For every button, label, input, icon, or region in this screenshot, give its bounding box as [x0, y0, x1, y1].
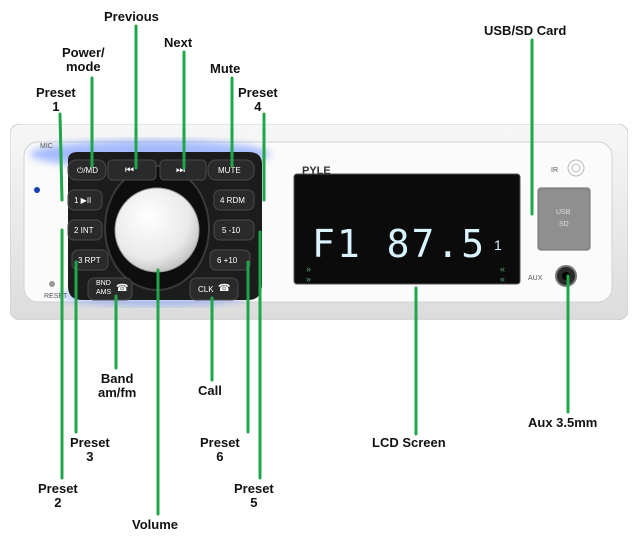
- preset-3-callout-line2: 3: [86, 449, 94, 464]
- preset-5-callout: Preset 5: [234, 482, 274, 510]
- preset-5-button-label: 5 -10: [222, 226, 241, 235]
- preset-5-callout-line1: Preset: [234, 481, 274, 496]
- preset-1-button-label: 1 ▶II: [74, 196, 92, 205]
- band-callout-line1: Band: [100, 371, 134, 386]
- preset-1-callout-line1: Preset: [36, 85, 76, 100]
- car-stereo-unit: [10, 124, 628, 320]
- preset-1-callout-line2: 1: [52, 99, 60, 114]
- lcd-arrow-icon: »: [306, 274, 312, 284]
- band-ams-button[interactable]: [87, 277, 133, 301]
- preset-2-button[interactable]: [67, 219, 103, 241]
- preset-2-callout-line1: Preset: [38, 481, 78, 496]
- clock-button-label: CLK: [198, 285, 214, 294]
- preset-2-button-label: 2 INT: [74, 226, 94, 235]
- usb-slot-label: USB: [556, 209, 571, 216]
- call-callout: Call: [198, 383, 222, 398]
- lcd-channel-indicator: 1: [494, 237, 502, 253]
- power-mode-callout-line2: mode: [65, 59, 101, 74]
- phone-icon: ☎: [116, 283, 129, 294]
- band-callout-line2: am/fm: [98, 385, 137, 400]
- sd-slot-label: SD: [559, 221, 569, 228]
- power-mode-button[interactable]: [67, 159, 107, 181]
- brand-logo: PYLE: [302, 165, 331, 177]
- preset-2-callout-line2: 2: [54, 495, 62, 510]
- preset-5-button[interactable]: [213, 219, 255, 241]
- preset-4-button-label: 4 RDM: [220, 196, 245, 205]
- power-mode-callout: Power/ mode: [62, 46, 105, 74]
- preset-4-callout: Preset 4: [238, 86, 278, 114]
- next-callout: Next: [164, 35, 193, 50]
- lcd-screen-callout: LCD Screen: [372, 435, 446, 450]
- lcd-arrow-icon: «: [500, 264, 506, 274]
- lcd-frequency-readout: F1 87.5: [312, 222, 487, 266]
- previous-button[interactable]: [107, 159, 157, 181]
- preset-3-callout: Preset 3: [70, 436, 110, 464]
- preset-6-button[interactable]: [209, 249, 251, 271]
- next-button-label: ⏭: [176, 165, 185, 176]
- aux-port-label: AUX: [528, 275, 543, 282]
- band-button-label-bottom: AMS: [96, 289, 112, 296]
- preset-4-callout-line1: Preset: [238, 85, 278, 100]
- preset-4-callout-line2: 4: [254, 99, 262, 114]
- preset-6-callout-line1: Preset: [200, 435, 240, 450]
- ir-label: IR: [551, 167, 558, 174]
- band-button-label-top: BND: [96, 280, 111, 287]
- power-mode-callout-line1: Power/: [62, 45, 105, 60]
- phone-icon: ☎: [218, 283, 231, 294]
- preset-5-callout-line2: 5: [250, 495, 258, 510]
- preset-2-callout: Preset 2: [38, 482, 78, 510]
- preset-6-callout-line2: 6: [216, 449, 224, 464]
- previous-button-label: ⏮: [125, 165, 134, 176]
- preset-6-button-label: 6 +10: [217, 256, 238, 265]
- mute-callout: Mute: [210, 61, 241, 76]
- mute-button-label: MUTE: [218, 166, 241, 175]
- usb-sd-callout: USB/SD Card: [484, 23, 567, 38]
- lcd-arrow-icon: «: [500, 274, 506, 284]
- clock-call-button[interactable]: [189, 277, 239, 301]
- previous-callout: Previous: [104, 9, 159, 24]
- mic-label: MIC: [40, 143, 53, 150]
- preset-3-button[interactable]: [71, 249, 109, 271]
- power-mode-button-label: ⏻/MD: [77, 166, 98, 175]
- aux-callout: Aux 3.5mm: [528, 415, 598, 430]
- preset-1-callout: Preset 1: [36, 86, 76, 114]
- reset-label: RESET: [44, 293, 68, 300]
- volume-callout: Volume: [132, 517, 178, 532]
- preset-6-callout: Preset 6: [200, 436, 240, 464]
- preset-4-button[interactable]: [213, 189, 255, 211]
- preset-3-callout-line1: Preset: [70, 435, 110, 450]
- lcd-arrow-icon: »: [306, 264, 312, 274]
- preset-3-button-label: 3 RPT: [78, 256, 101, 265]
- preset-1-button[interactable]: [67, 189, 103, 211]
- band-callout: Band am/fm: [98, 372, 136, 400]
